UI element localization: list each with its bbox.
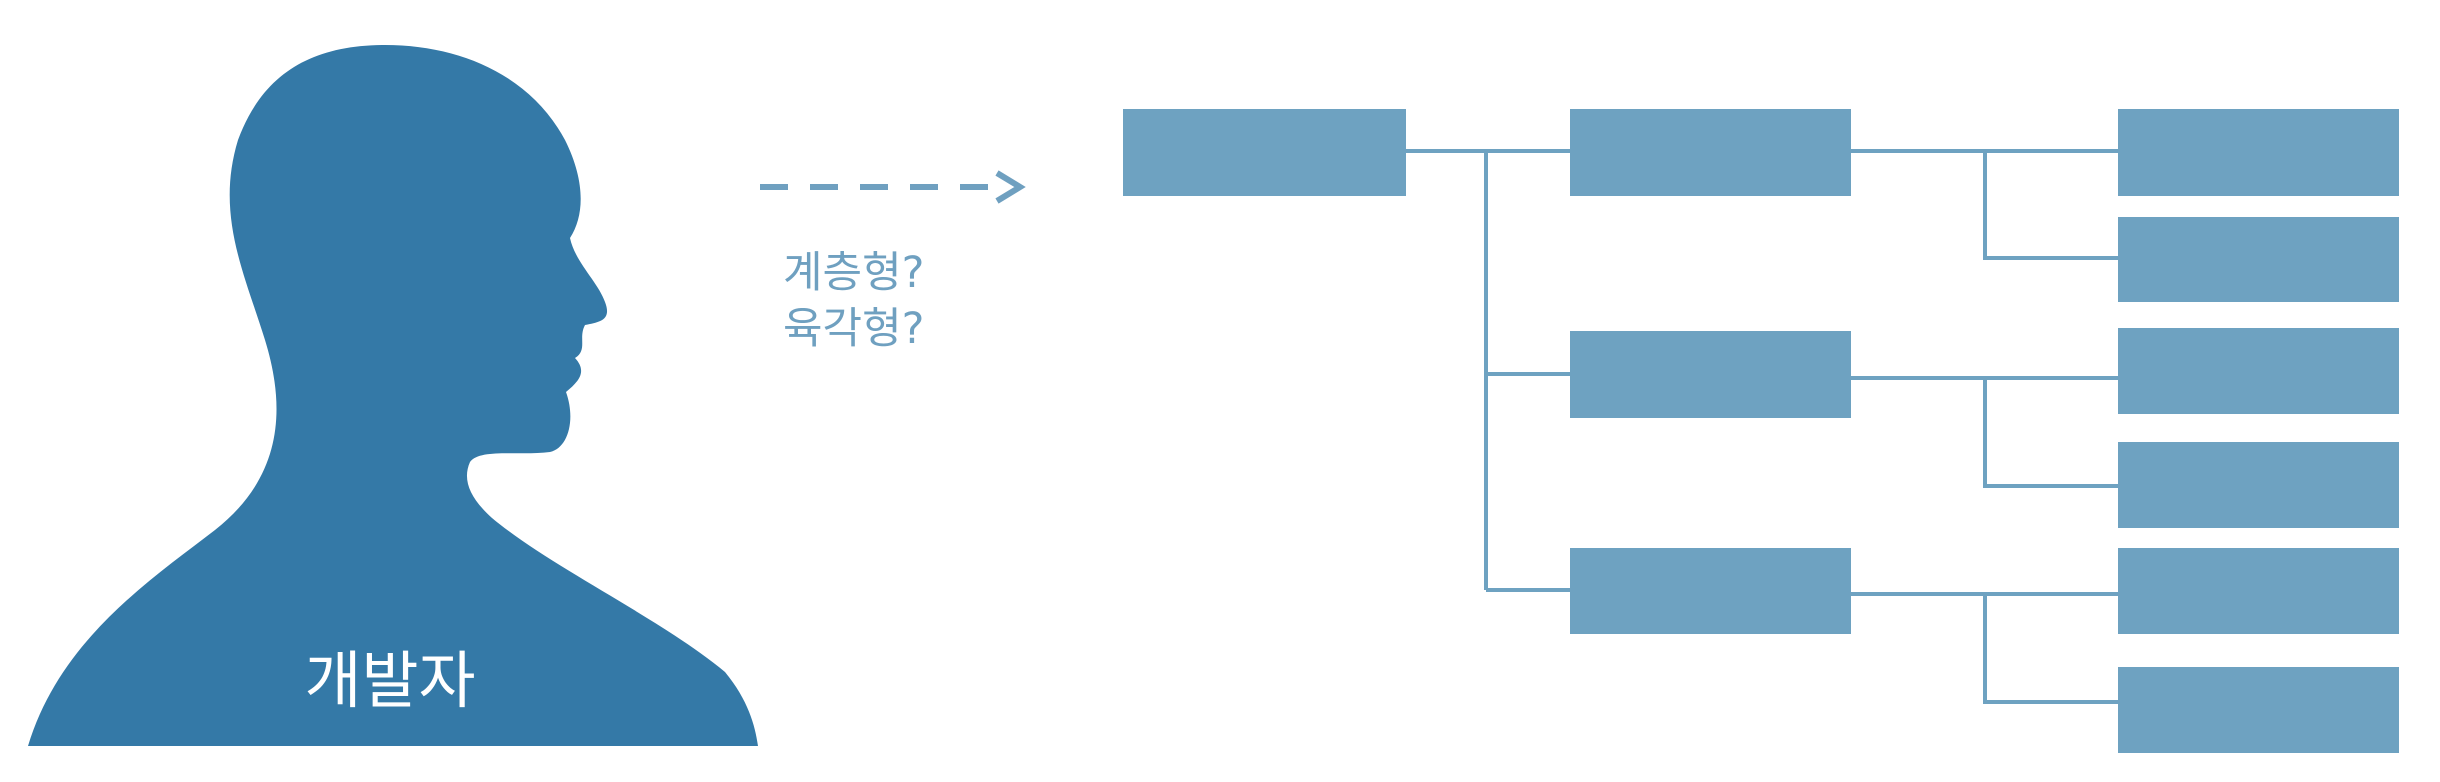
tree-node-level3-6 — [2118, 667, 2399, 753]
tree-node-level3-3 — [2118, 328, 2399, 414]
tree-node-level2-1 — [1570, 109, 1851, 196]
connector-group3 — [1851, 592, 2118, 704]
connector-group2 — [1851, 376, 2118, 488]
tree-node-level2-3 — [1570, 548, 1851, 634]
tree-node-level3-1 — [2118, 109, 2399, 196]
arrow-head — [995, 170, 1026, 204]
architecture-question: 계층형? 육각형? — [783, 248, 925, 354]
dashed-arrow-right-icon — [760, 170, 1026, 204]
connector-root-to-level2 — [1406, 149, 1570, 592]
question-layered: 계층형? — [783, 248, 925, 298]
tree-node-level3-2 — [2118, 217, 2399, 302]
tree-node-root — [1123, 109, 1406, 196]
developer-figure: 개발자 — [28, 45, 758, 746]
tree-node-level3-4 — [2118, 442, 2399, 528]
question-hexagonal: 육각형? — [783, 304, 925, 354]
tree-node-level2-2 — [1570, 331, 1851, 418]
person-label: 개발자 — [304, 644, 475, 717]
person-silhouette-icon — [28, 45, 758, 746]
hierarchy-tree — [1123, 109, 2399, 753]
tree-node-level3-5 — [2118, 548, 2399, 634]
connector-group1 — [1851, 149, 2118, 260]
